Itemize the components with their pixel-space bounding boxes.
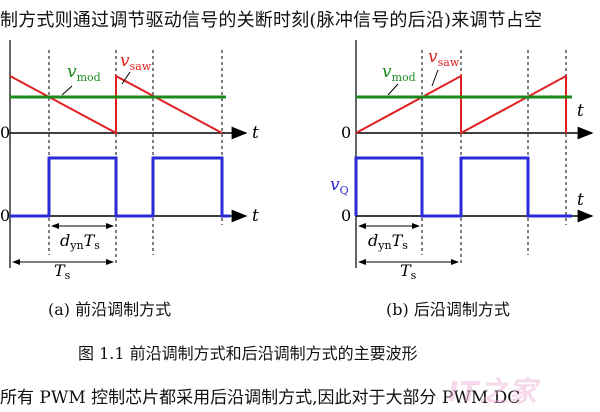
left-pulse-wave (10, 156, 230, 218)
right-panel: vmod vsaw 0 0 t t vQ dynTs Ts (330, 40, 594, 282)
right-zero-bottom: 0 (341, 206, 351, 225)
right-duty-label: dynTs (368, 231, 408, 252)
bottom-text: 所有 PWM 控制芯片都采用后沿调制方式,因此对于大部分 PWM DC (0, 388, 521, 408)
right-t-bottom: t (577, 190, 584, 210)
left-t-bottom: t (252, 206, 259, 226)
left-saw-wave (9, 74, 223, 135)
right-vsaw-label: vsaw (428, 47, 460, 69)
right-vsaw-pointer (431, 69, 439, 87)
left-duty-label: dynTs (60, 231, 100, 252)
right-saw-wave (355, 74, 567, 135)
right-pulse-wave (354, 156, 572, 218)
left-vmod-pointer (61, 85, 73, 96)
left-vsaw-label: vsaw (120, 51, 152, 73)
left-vmod-label: vmod (67, 62, 101, 84)
header-text: 制方式则通过调节驱动信号的关断时刻(脉冲信号的后沿)来调节占空 (0, 10, 543, 31)
right-zero-top: 0 (341, 123, 351, 142)
right-vq-label: vQ (330, 175, 349, 197)
watermark-logo: IT之家 (448, 375, 538, 408)
right-t-top: t (577, 101, 584, 121)
left-vsaw-pointer (121, 71, 131, 85)
caption-leading-edge: (a) 前沿调制方式 (48, 300, 172, 319)
left-t-top: t (252, 123, 259, 143)
caption-trailing-edge: (b) 后沿调制方式 (386, 300, 510, 319)
left-panel: vmod vsaw 0 0 t t dynTs Ts (0, 40, 259, 282)
left-period-label: Ts (54, 261, 71, 282)
right-period-label: Ts (400, 261, 417, 282)
left-zero-top: 0 (0, 123, 10, 142)
right-vmod-pointer (387, 83, 399, 96)
figure-title: 图 1.1 前沿调制方式和后沿调制方式的主要波形 (78, 344, 418, 363)
left-zero-bottom: 0 (0, 206, 10, 225)
right-vmod-label: vmod (382, 62, 416, 84)
